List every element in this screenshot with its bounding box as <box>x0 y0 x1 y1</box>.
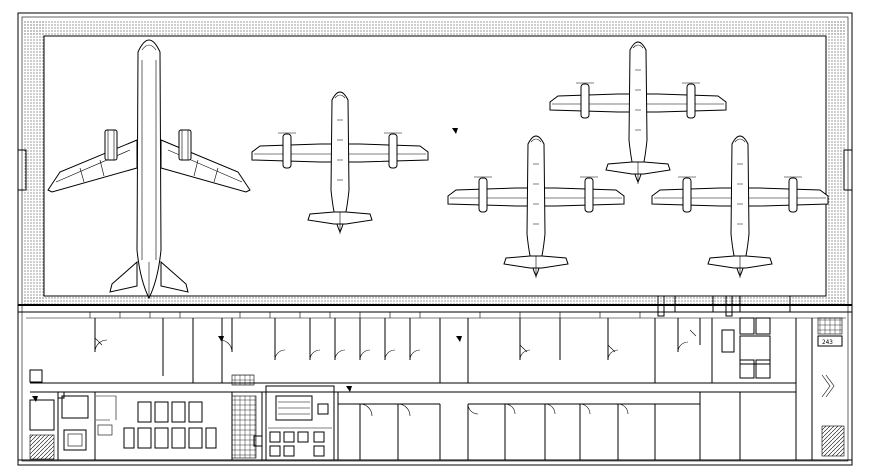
apron-perimeter-band <box>18 20 852 305</box>
jetliner-aircraft <box>47 39 251 300</box>
stair-tag-label: 243 <box>822 339 833 346</box>
office-desks <box>123 401 217 449</box>
service-building <box>26 312 846 461</box>
building-front-wall <box>18 295 852 317</box>
hangar-outer-wall <box>17 12 853 466</box>
stair-core: 243 <box>817 317 845 457</box>
apron-marker <box>452 128 458 134</box>
restroom-block <box>253 385 335 461</box>
